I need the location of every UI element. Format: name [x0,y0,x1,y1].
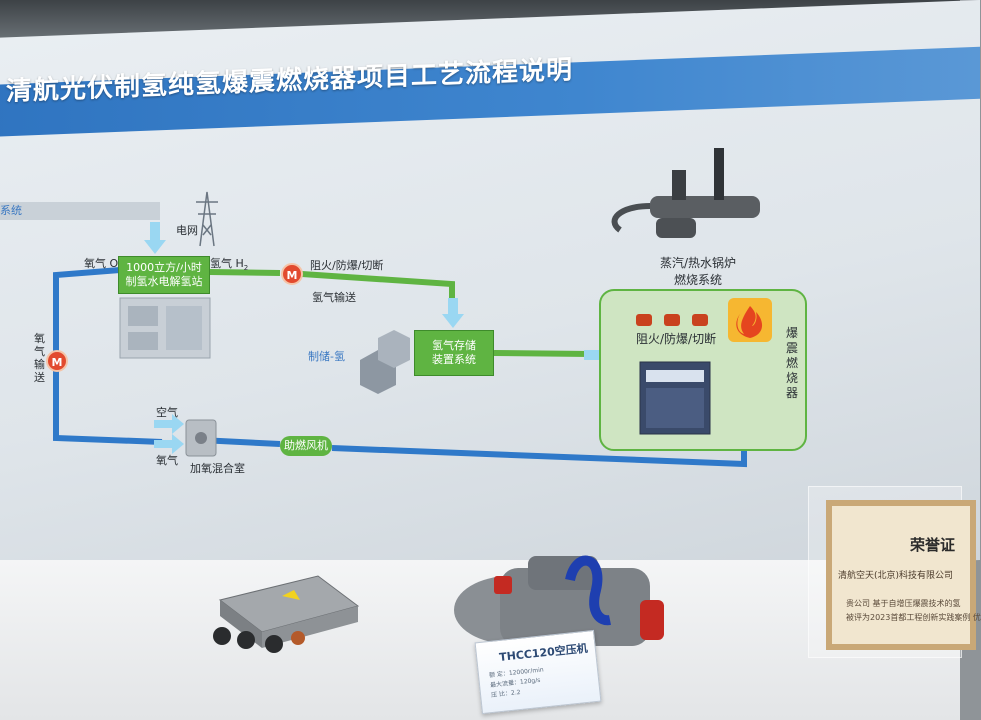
air-label: 空气 [156,406,178,419]
controller-product-image [213,575,360,653]
valve-block [664,314,680,326]
arrow-down-icon [442,298,464,328]
h2-transport-label: 氢气输送 [312,291,356,304]
arrow-right-icon [154,414,184,434]
power-tower-icon [196,191,218,247]
burner-label: 爆震燃烧器 [786,326,799,400]
electrolysis-station-box: 1000立方/小时 制氢水电解氢站 [118,256,210,294]
storage-buildings-image [360,330,410,394]
flow-diagram-pipes [53,148,807,468]
motor-icon: M [46,350,68,372]
storage-system-box: 氢气存储 装置系统 [414,330,494,376]
compressor-product-image [494,555,664,646]
arrow-down-icon [144,222,166,254]
boiler-system-label: 蒸汽/热水锅炉 燃烧系统 [660,256,737,287]
left-system-tag: 系统 [0,202,160,220]
valve-block [636,314,652,326]
certificate-company: 清航空天(北京)科技有限公司 [838,571,954,581]
mixing-chamber-image [185,419,217,457]
certificate-line: 被评为2023首都工程创新实践案例 优 [846,613,981,622]
placard-title: THCC120空压机 [498,641,589,664]
motor-icon: M [281,263,303,285]
boiler-equipment-image [639,361,711,435]
placard-line: 压 比：2.2 [490,688,521,700]
oxygen-transport-label: 氧气输送 [34,332,45,384]
arrow-right-icon [154,434,184,454]
blower-pill: 助燃风机 [280,436,332,456]
flame-icon [728,298,772,342]
valve-label-2: 阻火/防爆/切断 [636,332,717,346]
storage-label: 制储-氢 [308,350,345,363]
electrolysis-building-image [119,297,211,359]
burner-assembly-image [611,148,760,238]
valve-block [692,314,708,326]
certificate-title: 荣誉证 [910,536,956,554]
oxygen-short-label: 氧气 [156,454,178,467]
hydrogen-label: 氢气 H2 [210,257,249,273]
product-placard: THCC120空压机 额 定：12000r/min 最大流量：120g/s 压 … [474,629,602,715]
grid-label: 电网 [176,224,198,237]
certificate-line: 贵公司 基于自增压爆震技术的氢 [846,599,961,608]
valve-label-1: 阻火/防爆/切断 [310,259,384,272]
honor-certificate: 荣誉证 清航空天(北京)科技有限公司 贵公司 基于自增压爆震技术的氢 被评为20… [826,500,981,650]
mixing-chamber-label: 加氧混合室 [190,462,245,475]
